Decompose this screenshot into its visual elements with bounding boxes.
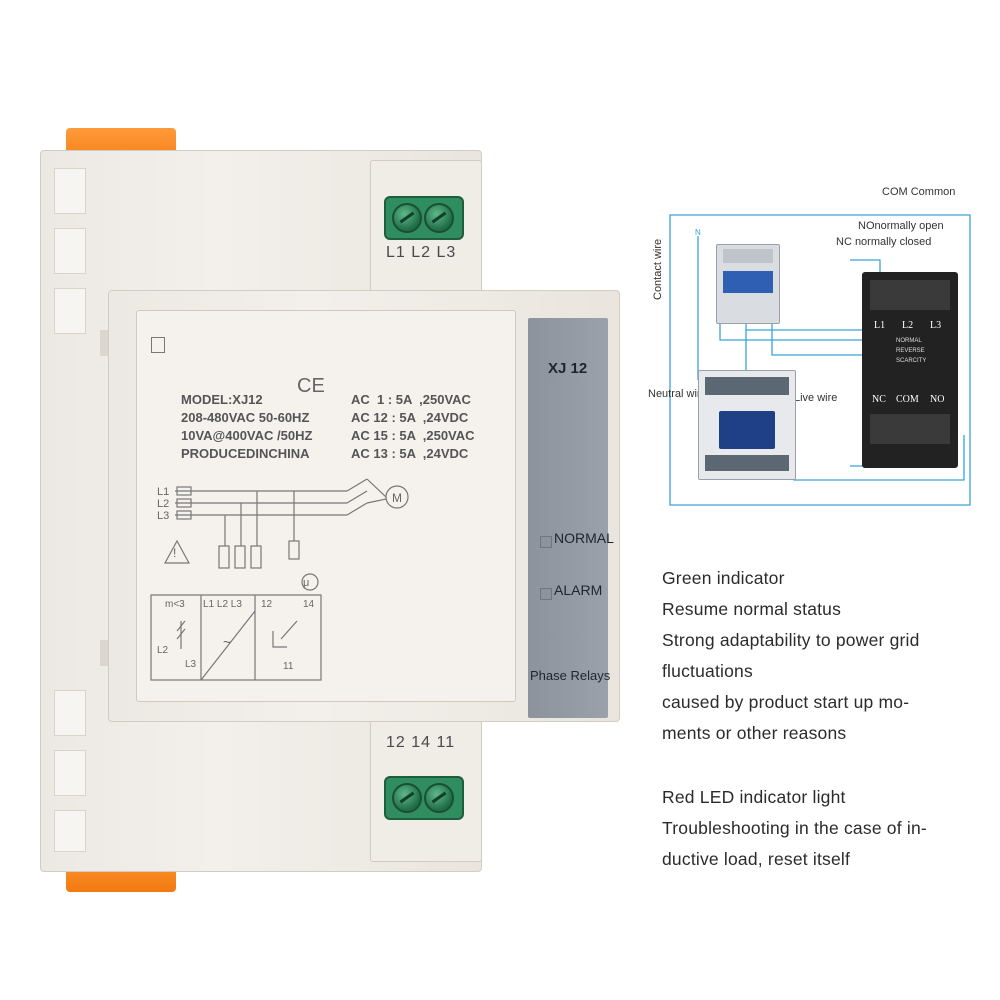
top-screw-block [384,196,464,240]
schem-t12: 12 [261,599,273,610]
contactor-top-terminals [705,377,789,395]
schem-phase-labels: L1 L2 L3 [203,599,242,610]
rating-line: AC 13 : 5A ,24VDC [351,446,469,461]
schem-m-less: m<3 [165,599,185,610]
feature-line: Resume normal status [662,599,842,619]
relay-l2: L2 [902,320,914,331]
side-slot [54,288,86,334]
side-notch [100,640,108,666]
side-notch [100,330,108,356]
schem-tilde: ~ [223,634,231,650]
feature-line: Green indicator [662,568,785,588]
contactor-bottom-terminals [705,455,789,471]
top-terminal-labels: L1 L2 L3 [386,244,457,261]
feature-line: fluctuations [662,661,753,681]
relay-status-normal: NORMAL [896,338,922,344]
relay-bottom-screws [870,414,950,444]
relay-coil-icon [151,337,165,353]
contactor [698,370,796,480]
nc-label: NC normally closed [836,236,932,248]
schem-l3: L3 [157,510,169,522]
schem-t14: 14 [303,599,315,610]
side-slot [54,750,86,796]
breaker-toggle-caps [723,249,773,263]
schem-l1: L1 [157,486,169,498]
relay-l3: L3 [930,320,942,331]
schem-l2b: L2 [157,645,169,656]
contact-wire-label: Contact wire [652,238,664,300]
schem-l2: L2 [157,498,169,510]
wiring-diagram: COM Common NOnormally open NC normally c… [640,180,990,520]
normal-led-icon [540,536,552,548]
feature-line: caused by product start up mo- [662,692,910,712]
feature-block-green: Green indicator Resume normal status Str… [662,563,992,749]
terminal-screw-icon[interactable] [424,203,454,233]
feature-line: Strong adaptability to power grid [662,630,920,650]
terminal-screw-icon[interactable] [392,783,422,813]
spec-label-plate: MODEL:XJ12 CE 208-480VAC 50-60HZ 10VA@40… [136,310,516,702]
rating-line: AC 12 : 5A ,24VDC [351,410,469,425]
circuit-breaker [716,244,780,324]
no-label: NOnormally open [858,220,944,232]
relay-l1: L1 [874,320,886,331]
phase-relay-device: L1 L2 L3 12 14 11 MODEL:XJ12 CE 208-480V… [40,120,630,900]
side-slot [54,168,86,214]
wiring-schematic: L1 L2 L3 M μ ! m<3 L1 L2 L3 12 14 11 L2 … [150,478,409,681]
feature-line: Troubleshooting in the case of in- [662,818,927,838]
terminal-screw-icon[interactable] [392,203,422,233]
feature-block-red: Red LED indicator light Troubleshooting … [662,782,992,875]
feature-line: Red LED indicator light [662,787,846,807]
alarm-led-label: ALARM [554,582,603,598]
rating-line: AC 1 : 5A ,250VAC [351,392,471,407]
breaker-toggle [723,271,773,293]
com-common-label: COM Common [882,186,956,198]
neutral-wire-label: Neutral wire [648,388,707,400]
panel-title: XJ 12 [548,360,588,377]
terminal-screw-icon[interactable] [424,783,454,813]
rating-line: AC 15 : 5A ,250VAC [351,428,475,443]
schem-l3b: L3 [185,659,197,670]
relay-com: COM [896,394,919,405]
origin-text: PRODUCEDINCHINA [181,446,310,461]
side-slot [54,810,86,852]
relay-status-scarcity: SCARCITY [896,358,927,364]
indicator-panel: XJ 12 NORMAL ALARM Phase Relays [528,318,614,718]
side-slot [54,690,86,736]
model-text: MODEL:XJ12 [181,392,263,407]
side-slot [54,228,86,274]
schem-warning-mark: ! [173,546,176,560]
live-wire-label: Live wire [794,392,838,404]
relay-status-reverse: REVERSE [896,348,925,354]
panel-footer: Phase Relays [530,668,611,683]
schem-motor: M [392,491,402,505]
voltage-text: 208-480VAC 50-60HZ [181,410,310,425]
bottom-terminal-labels: 12 14 11 [386,734,456,751]
schem-t11: 11 [283,661,294,672]
alarm-led-icon [540,588,552,600]
power-text: 10VA@400VAC /50HZ [181,428,313,443]
n-marker: N [695,228,701,237]
contactor-core [719,411,775,449]
relay-module: L1 L2 L3 NORMAL REVERSE SCARCITY NC COM … [862,272,958,468]
relay-no: NO [930,394,945,405]
feature-line: ductive load, reset itself [662,849,851,869]
relay-nc: NC [872,394,886,405]
bottom-screw-block [384,776,464,820]
ce-mark: CE [297,375,325,397]
relay-top-screws [870,280,950,310]
feature-line: ments or other reasons [662,723,847,743]
schem-mu: μ [303,577,309,589]
normal-led-label: NORMAL [554,530,614,546]
